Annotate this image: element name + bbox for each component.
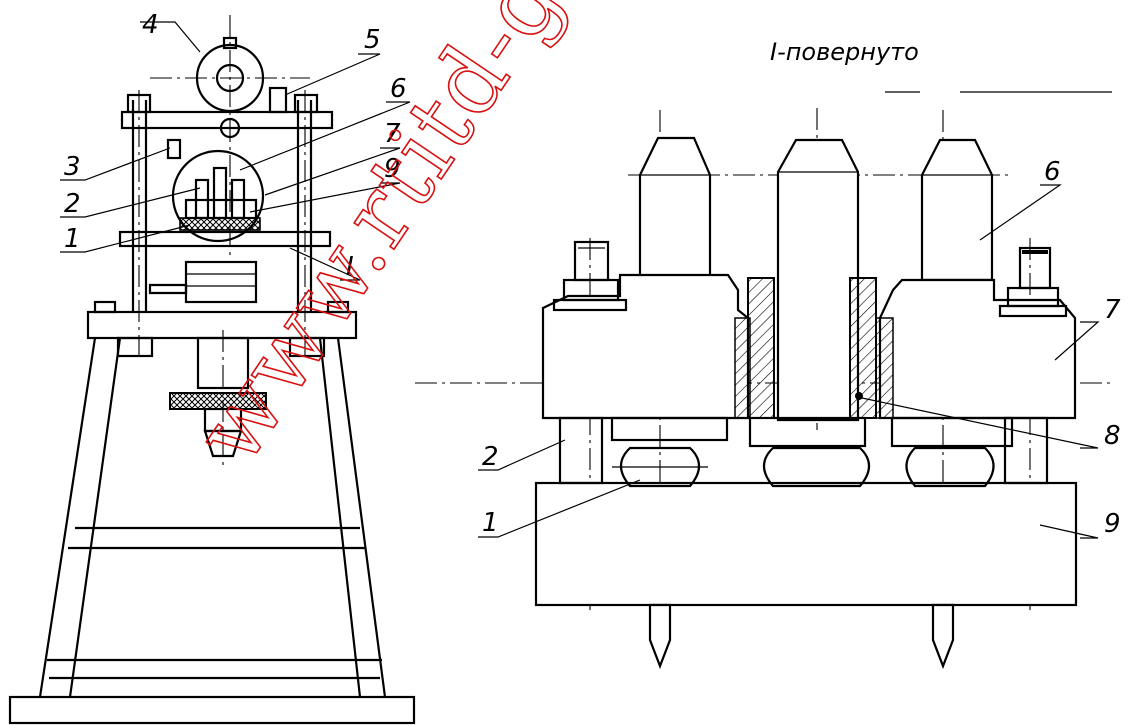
left-callout-5: 5 <box>364 25 381 55</box>
left-callout-9: 9 <box>384 154 401 184</box>
column-right <box>1003 416 1049 485</box>
pin-right <box>920 138 994 282</box>
left-callout-1: 1 <box>64 224 81 254</box>
guide-columns <box>131 90 313 360</box>
pin-left <box>638 136 712 282</box>
section-circle <box>171 149 265 243</box>
bolt-right <box>998 246 1068 318</box>
spike-right <box>931 603 955 670</box>
pin-centre <box>776 138 860 422</box>
lower-plate <box>534 481 1078 607</box>
spike-left <box>648 603 672 670</box>
left-callout-2: 2 <box>64 189 81 219</box>
column-left <box>558 416 604 485</box>
right-callout-7: 7 <box>1104 295 1121 325</box>
bolt-left <box>552 240 628 312</box>
press-assembly-view: 4 5 6 7 9 3 2 1 I <box>8 10 416 725</box>
clamp-screw <box>268 86 288 114</box>
right-callout-2: 2 <box>482 442 499 472</box>
middle-crossbar <box>118 230 332 248</box>
frame-legs <box>38 337 387 698</box>
section-view-rotated: I-повернуто <box>415 38 1121 670</box>
right-callout-6: 6 <box>1044 157 1061 187</box>
section-title: I-повернуто <box>770 38 919 66</box>
right-callout-9: 9 <box>1104 509 1121 539</box>
section-mark: I <box>346 252 354 282</box>
base-plate <box>8 695 416 725</box>
right-callout-1: 1 <box>482 508 499 538</box>
upper-plate-left <box>541 273 750 420</box>
left-callout-4: 4 <box>142 10 159 40</box>
rollers <box>612 446 995 488</box>
left-callout-3: 3 <box>64 152 81 182</box>
left-callout-7: 7 <box>384 119 401 149</box>
screw-spindle <box>169 330 267 470</box>
upper-plate-right <box>878 278 1077 420</box>
right-leaders <box>478 184 1100 539</box>
bushing-right <box>849 277 877 419</box>
bushing-left <box>747 277 775 419</box>
upper-crosshead <box>120 110 334 130</box>
right-callout-8: 8 <box>1104 421 1121 451</box>
left-callout-6: 6 <box>390 74 407 104</box>
left-leaders <box>60 21 411 281</box>
